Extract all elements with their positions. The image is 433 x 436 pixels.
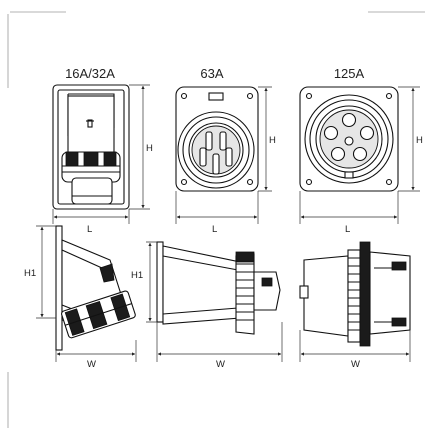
dim-side-63a: H1 W [131, 241, 283, 370]
dim-label-h1-medium: H1 [131, 270, 143, 281]
dim-125a: H L [299, 86, 423, 235]
dim-label-h-medium: H [269, 135, 276, 146]
title-125a: 125A [334, 66, 365, 81]
side-view-16a-32a [55, 225, 136, 351]
frame-corners [7, 11, 425, 428]
title-63a: 63A [200, 66, 223, 81]
dim-label-w-large: W [351, 359, 360, 370]
dim-label-h-large: H [416, 135, 423, 146]
dim-63a: H L [175, 86, 276, 235]
title-16a-32a: 16A/32A [65, 66, 115, 81]
dim-label-l-small: L [87, 224, 92, 235]
front-view-125a [299, 86, 399, 192]
dim-label-h-small: H [146, 143, 153, 154]
dim-label-w-small: W [87, 359, 96, 370]
dim-label-h1-small: H1 [24, 268, 36, 279]
dim-label-l-medium: L [212, 224, 217, 235]
dim-side-125a: W [299, 330, 411, 370]
dim-label-l-large: L [345, 224, 350, 235]
dim-16a: H L [52, 84, 153, 235]
dim-side-16a: H1 W [24, 225, 137, 370]
front-view-63a [175, 86, 259, 192]
dim-label-w-medium: W [216, 359, 225, 370]
front-view-16a-32a [52, 84, 130, 210]
side-view-125a [299, 241, 411, 347]
side-view-63a [156, 241, 281, 335]
